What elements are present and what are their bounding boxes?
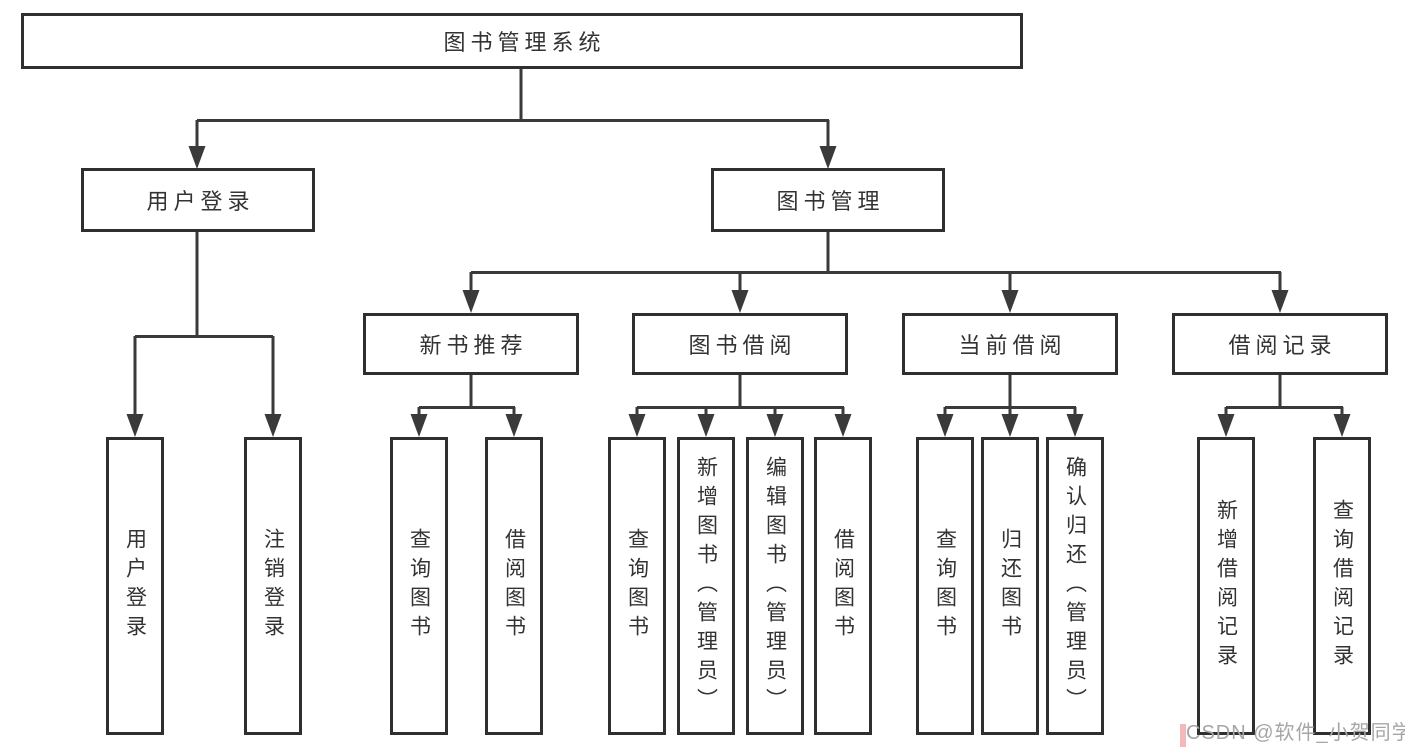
leaf-recommend-query-book-label: 查询图书 bbox=[407, 528, 431, 644]
node-book-borrow-label: 图书借阅 bbox=[688, 333, 797, 358]
connector-lines bbox=[133, 68, 1344, 418]
leaf-borrow-query-book-label: 查询图书 bbox=[625, 528, 649, 644]
leaf-borrow-borrow-book-label: 借阅图书 bbox=[831, 528, 855, 644]
leaf-recommend-query-book: 查询图书 bbox=[390, 437, 448, 735]
node-new-book-recommend: 新书推荐 bbox=[363, 313, 579, 375]
leaf-current-query-book: 查询图书 bbox=[916, 437, 974, 735]
leaf-recommend-borrow-book: 借阅图书 bbox=[485, 437, 543, 735]
leaf-borrow-borrow-book: 借阅图书 bbox=[814, 437, 872, 735]
node-new-book-recommend-label: 新书推荐 bbox=[419, 333, 528, 358]
arrow-down-icon bbox=[188, 146, 206, 169]
leaf-borrow-edit-book-admin: 编辑图书（管理员） bbox=[746, 437, 804, 735]
arrow-down-icon bbox=[1271, 290, 1289, 313]
arrow-down-icon bbox=[819, 146, 837, 169]
arrow-down-icon bbox=[1001, 290, 1019, 313]
node-borrow-record: 借阅记录 bbox=[1172, 313, 1388, 375]
arrow-down-icon bbox=[766, 414, 784, 437]
arrow-down-icon bbox=[834, 414, 852, 437]
arrow-down-icon bbox=[1001, 414, 1019, 437]
leaf-record-query: 查询借阅记录 bbox=[1313, 437, 1371, 735]
node-user-login-label: 用户登录 bbox=[146, 189, 255, 214]
node-borrow-record-label: 借阅记录 bbox=[1228, 333, 1337, 358]
node-user-login: 用户登录 bbox=[81, 168, 315, 232]
arrow-down-icon bbox=[628, 414, 646, 437]
leaf-user-login-label: 用户登录 bbox=[123, 528, 147, 644]
arrow-down-icon bbox=[462, 290, 480, 313]
arrow-down-icon bbox=[1217, 414, 1235, 437]
arrow-down-icon bbox=[505, 414, 523, 437]
arrow-down-icon bbox=[264, 414, 282, 437]
arrow-down-icon bbox=[697, 414, 715, 437]
arrow-down-icon bbox=[731, 290, 749, 313]
leaf-borrow-add-book-admin: 新增图书（管理员） bbox=[677, 437, 735, 735]
leaf-current-return-book-label: 归还图书 bbox=[998, 528, 1022, 644]
node-book-borrow: 图书借阅 bbox=[632, 313, 848, 375]
leaf-borrow-query-book: 查询图书 bbox=[608, 437, 666, 735]
leaf-user-login: 用户登录 bbox=[106, 437, 164, 735]
leaf-current-confirm-return-admin-label: 确认归还（管理员） bbox=[1063, 455, 1087, 717]
leaf-current-query-book-label: 查询图书 bbox=[933, 528, 957, 644]
leaf-logout-label: 注销登录 bbox=[261, 528, 285, 644]
leaf-record-add: 新增借阅记录 bbox=[1197, 437, 1255, 735]
node-current-borrow-label: 当前借阅 bbox=[958, 333, 1067, 358]
leaf-logout: 注销登录 bbox=[244, 437, 302, 735]
arrow-down-icon bbox=[1066, 414, 1084, 437]
node-root-label: 图书管理系统 bbox=[443, 30, 606, 55]
leaf-record-add-label: 新增借阅记录 bbox=[1214, 499, 1238, 673]
arrow-down-icon bbox=[1333, 414, 1351, 437]
leaf-borrow-add-book-admin-label: 新增图书（管理员） bbox=[694, 455, 718, 717]
leaf-borrow-edit-book-admin-label: 编辑图书（管理员） bbox=[763, 455, 787, 717]
node-book-management: 图书管理 bbox=[711, 168, 945, 232]
node-current-borrow: 当前借阅 bbox=[902, 313, 1118, 375]
node-book-management-label: 图书管理 bbox=[776, 189, 885, 214]
node-root: 图书管理系统 bbox=[21, 13, 1023, 69]
leaf-current-confirm-return-admin: 确认归还（管理员） bbox=[1046, 437, 1104, 735]
arrow-down-icon bbox=[410, 414, 428, 437]
leaf-record-query-label: 查询借阅记录 bbox=[1330, 499, 1354, 673]
watermark-accent-bar bbox=[1180, 724, 1186, 747]
arrow-down-icon bbox=[126, 414, 144, 437]
watermark-text: CSDN @软件_小贺同学 bbox=[1186, 722, 1405, 744]
leaf-current-return-book: 归还图书 bbox=[981, 437, 1039, 735]
arrow-down-icon bbox=[936, 414, 954, 437]
leaf-recommend-borrow-book-label: 借阅图书 bbox=[502, 528, 526, 644]
